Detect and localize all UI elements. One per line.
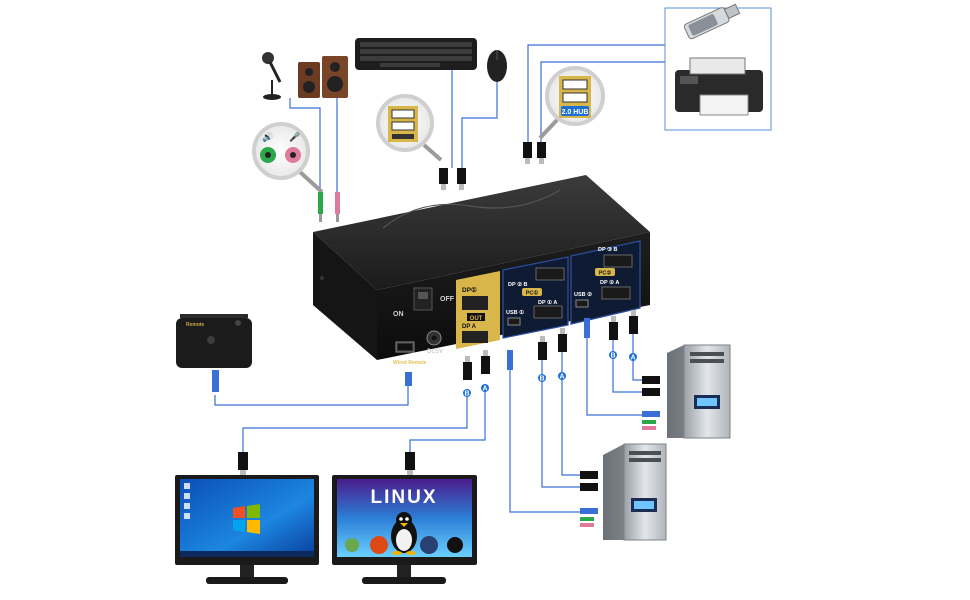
top-plugs xyxy=(318,142,546,222)
usb-hub-label: 2.0 HUB xyxy=(562,109,589,116)
badge-a-monitor: A xyxy=(482,386,487,393)
badge-a-pc1: A xyxy=(630,355,635,362)
mic-glyph-icon: 🎤 xyxy=(289,131,300,142)
windows-logo-icon xyxy=(233,504,260,534)
power-switch[interactable] xyxy=(413,287,433,311)
dc-power-jack xyxy=(426,330,442,346)
usb-hub-callout: 2.0 HUB xyxy=(538,66,605,140)
pc2-dp-a-label: DP ② A xyxy=(600,279,619,286)
pc1-dp-b-label: DP ② B xyxy=(508,281,528,288)
computer-tower-2 xyxy=(580,443,667,541)
monitor-right: LINUX xyxy=(332,475,477,584)
speaker-glyph-icon: 🔊 xyxy=(262,131,273,143)
tux-penguin-icon xyxy=(391,512,417,555)
ubuntu-logo-icon xyxy=(370,536,388,554)
microphone-icon xyxy=(262,52,282,100)
dc-label: DC5V xyxy=(427,349,443,355)
monitor-left xyxy=(175,475,319,584)
out-label: OUT xyxy=(470,316,483,322)
speakers-icon xyxy=(298,56,348,98)
power-off-label: OFF xyxy=(440,296,455,303)
power-on-label: ON xyxy=(393,311,404,318)
usb-ports-callout xyxy=(376,94,443,162)
audio-ports-callout: 🔊 🎤 xyxy=(252,122,324,194)
pc1-dp-a-label: DP ① A xyxy=(538,299,557,306)
badge-b-pc2: B xyxy=(539,376,544,383)
computer-tower-1 xyxy=(642,344,731,439)
fedora-logo-icon xyxy=(420,536,438,554)
linux-title: LINUX xyxy=(371,487,438,508)
kvm-switch: ON OFF DC5V Wired Remote DP① OUT DP A DP… xyxy=(313,175,650,366)
badge-b-pc1: B xyxy=(610,353,615,360)
pc2-label: PC② xyxy=(599,270,613,277)
dp-out-1-label: DP① xyxy=(462,286,477,294)
pc1-label: PC① xyxy=(526,290,540,297)
wired-remote-device: Remote xyxy=(176,314,412,392)
wired-remote-label: Wired Remote xyxy=(393,360,427,366)
usb-drive-icon xyxy=(683,3,741,40)
printer-icon xyxy=(675,57,763,116)
badge-b-monitor: B xyxy=(464,391,469,398)
dp-out-a-label: DP A xyxy=(462,324,477,330)
pc1-usb-label: USB ① xyxy=(506,309,525,316)
out-badge xyxy=(467,313,485,321)
wired-remote-port xyxy=(395,341,415,353)
pc2-usb-label: USB ② xyxy=(574,291,593,298)
remote-brand-label: Remote xyxy=(186,322,205,328)
badge-a-pc2: A xyxy=(559,374,564,381)
distro-logo-icon xyxy=(447,537,463,553)
cable-badges: B A B A B A xyxy=(463,351,637,398)
mint-logo-icon xyxy=(345,538,359,552)
pc2-dp-b-label: DP ③ B xyxy=(598,246,618,253)
keyboard-icon xyxy=(355,38,477,70)
printer-panel xyxy=(664,3,772,131)
cables xyxy=(214,44,665,513)
bottom-plugs xyxy=(238,310,638,476)
mouse-icon xyxy=(487,50,507,82)
